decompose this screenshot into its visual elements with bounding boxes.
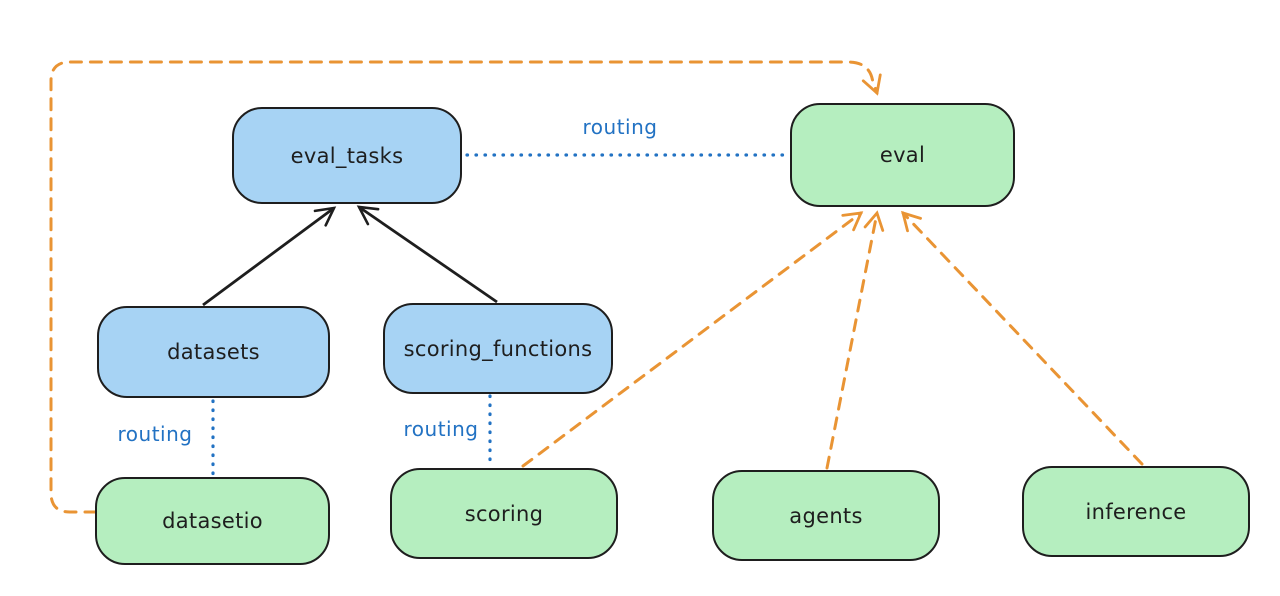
node-datasets: datasets	[97, 306, 330, 398]
node-eval: eval	[790, 103, 1015, 207]
node-scoring-functions: scoring_functions	[383, 303, 613, 394]
routing-label-top: routing	[582, 115, 658, 139]
node-datasetio-label: datasetio	[162, 509, 263, 533]
node-inference-label: inference	[1085, 499, 1187, 524]
routing-label-scoring: routing	[403, 417, 479, 441]
node-agents: agents	[712, 470, 940, 561]
node-agents-label: agents	[789, 503, 863, 528]
node-eval-label: eval	[879, 143, 926, 167]
edge-scoring-functions-to-eval-tasks	[356, 205, 498, 304]
node-scoring: scoring	[390, 468, 618, 559]
node-scoring-label: scoring	[464, 501, 544, 526]
edge-inference-to-eval	[901, 210, 1144, 466]
node-eval-tasks: eval_tasks	[232, 107, 462, 204]
edge-agents-to-eval	[825, 210, 885, 470]
node-datasetio: datasetio	[95, 477, 330, 565]
node-scoring-functions-label: scoring_functions	[403, 336, 593, 361]
node-eval-tasks-label: eval_tasks	[290, 143, 404, 168]
edge-datasets-to-eval-tasks	[202, 206, 337, 307]
node-datasets-label: datasets	[167, 340, 260, 364]
edge-datasetio-to-eval-loop	[49, 60, 882, 514]
node-inference: inference	[1022, 466, 1250, 557]
routing-label-datasets: routing	[117, 422, 193, 446]
edge-scoring-to-eval	[521, 211, 864, 468]
